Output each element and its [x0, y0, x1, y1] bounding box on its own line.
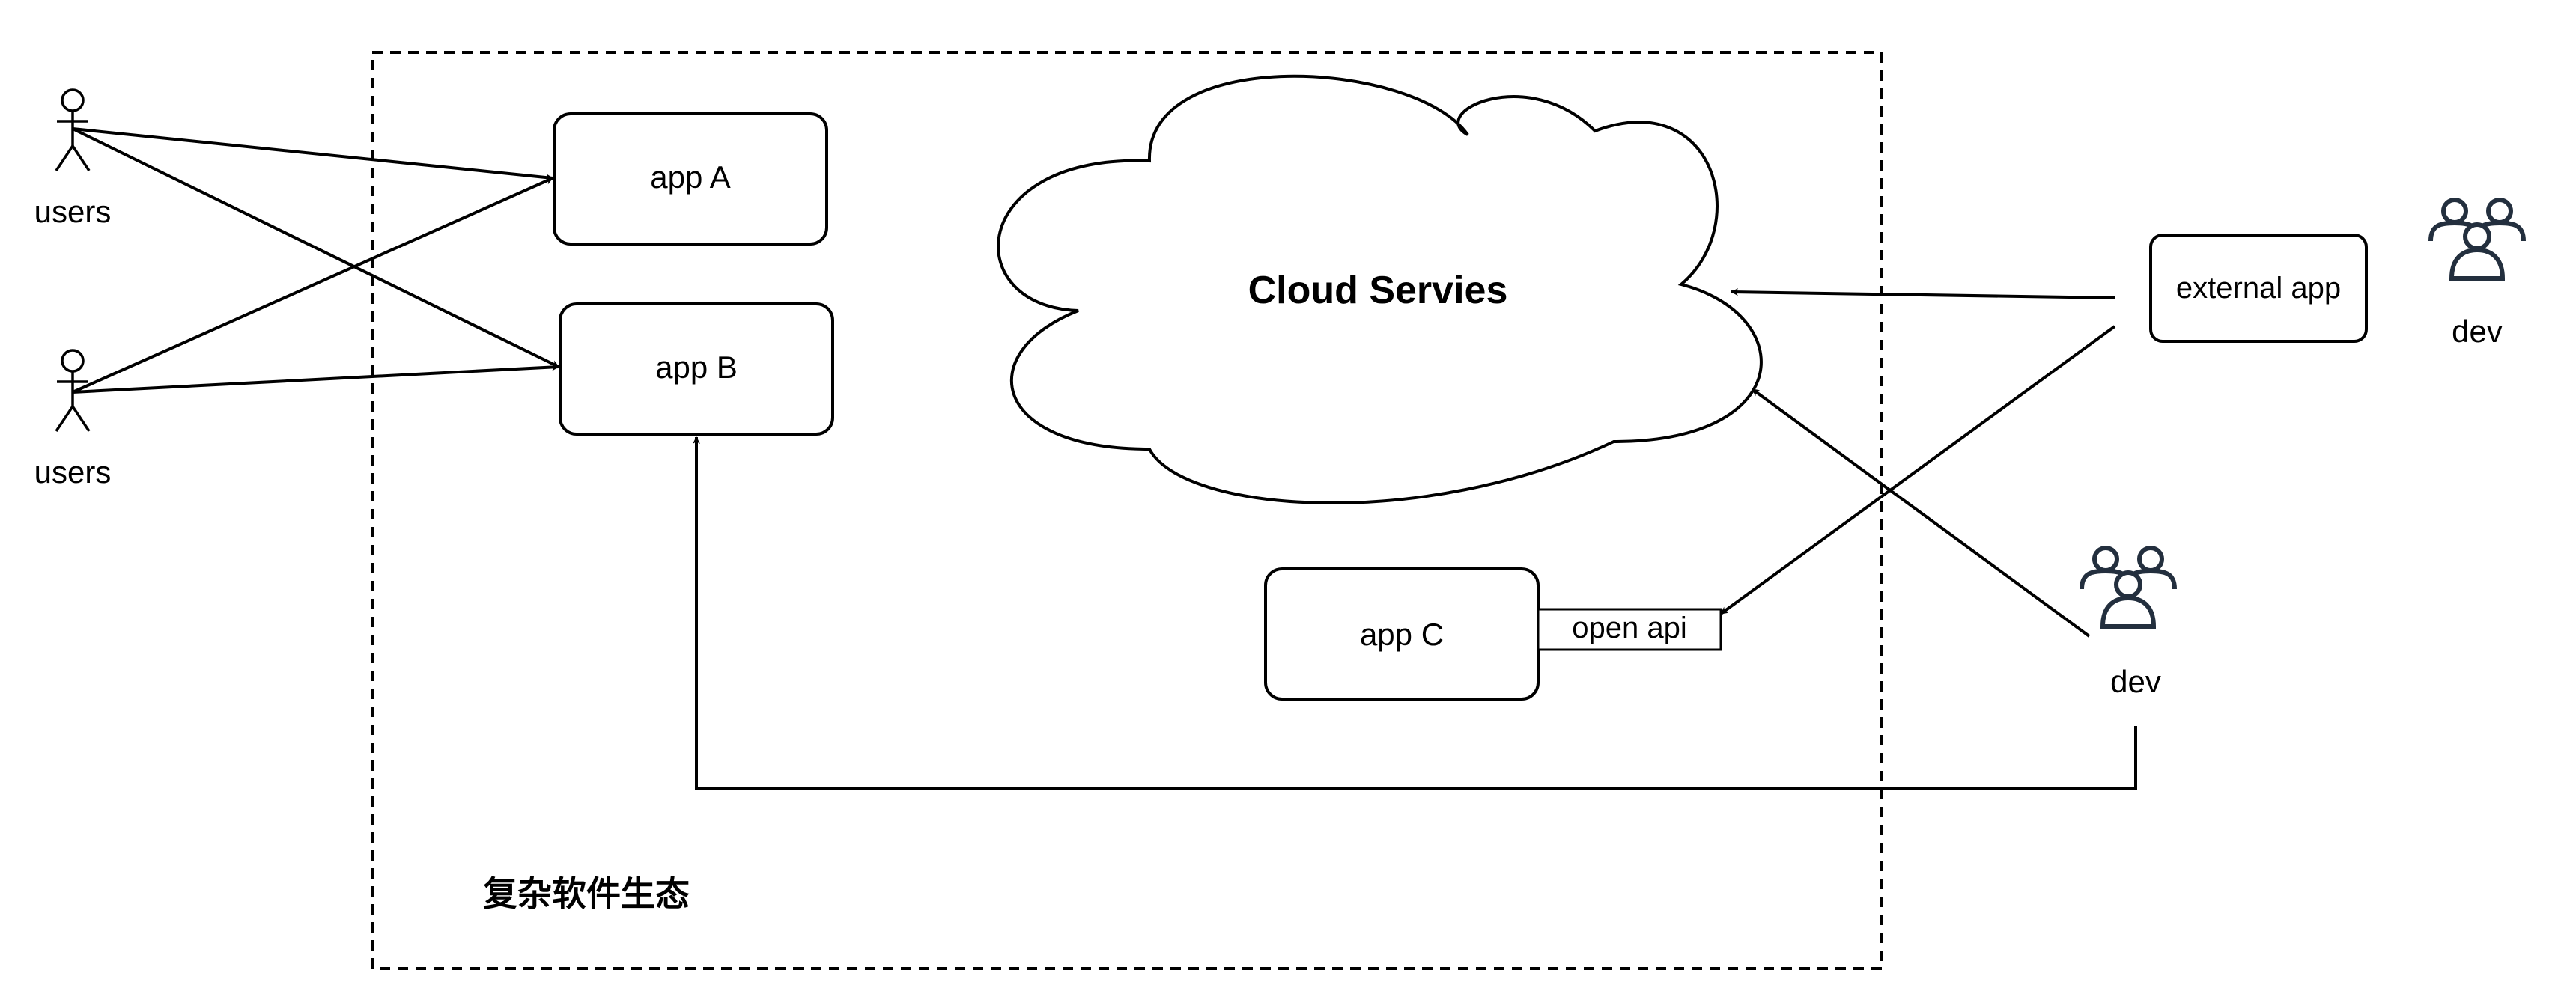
edge-users-top-to-app-a — [72, 127, 553, 182]
app-a-box — [553, 112, 828, 246]
users-group-icon — [2428, 198, 2526, 281]
dev-bottom-group[interactable]: dev — [2080, 546, 2177, 699]
dev-bottom-label: dev — [2110, 664, 2161, 699]
users-group-icon — [2080, 546, 2177, 629]
edge-users-bottom-to-app-a — [72, 177, 553, 394]
stick-figure-icon — [55, 88, 91, 171]
app-c-node[interactable]: app C — [1264, 567, 1540, 701]
app-b-box — [559, 302, 834, 436]
cloud-services-node[interactable]: Cloud Servies — [997, 74, 1763, 504]
edge-users-top-to-app-b — [72, 127, 559, 368]
external-app-label: external app — [2176, 272, 2341, 305]
ecosystem-boundary — [371, 51, 1883, 970]
dev-top-group[interactable]: dev — [2428, 198, 2526, 349]
users-top-actor[interactable]: users — [34, 88, 112, 229]
edge-users-bottom-to-app-b — [72, 363, 559, 394]
dev-top-label: dev — [2452, 314, 2503, 349]
app-b-label: app B — [655, 350, 738, 385]
app-a-node[interactable]: app A — [553, 112, 828, 246]
users-bottom-actor[interactable]: users — [34, 349, 112, 490]
app-b-node[interactable]: app B — [559, 302, 834, 436]
open-api-label: open api — [1572, 612, 1686, 644]
app-c-label: app C — [1360, 617, 1444, 652]
users-top-label: users — [34, 194, 112, 229]
edge-dev-to-cloud — [1751, 388, 2091, 638]
ecosystem-label: 复杂软件生态 — [483, 874, 690, 913]
users-bottom-label: users — [34, 454, 112, 490]
app-a-label: app A — [650, 159, 730, 195]
stick-figure-icon — [55, 349, 91, 432]
connectors — [72, 127, 2137, 790]
external-app-box — [2149, 234, 2368, 343]
open-api-port[interactable]: open api — [1537, 608, 1722, 651]
cloud-shape — [997, 74, 1763, 504]
edge-external-app-to-open-api — [1719, 325, 2116, 615]
edge-external-app-to-cloud — [1731, 288, 2115, 299]
edge-dev-to-app-b — [693, 436, 2137, 790]
open-api-box — [1537, 608, 1722, 651]
cloud-services-label: Cloud Servies — [1248, 269, 1508, 312]
external-app-node[interactable]: external app — [2149, 234, 2368, 343]
